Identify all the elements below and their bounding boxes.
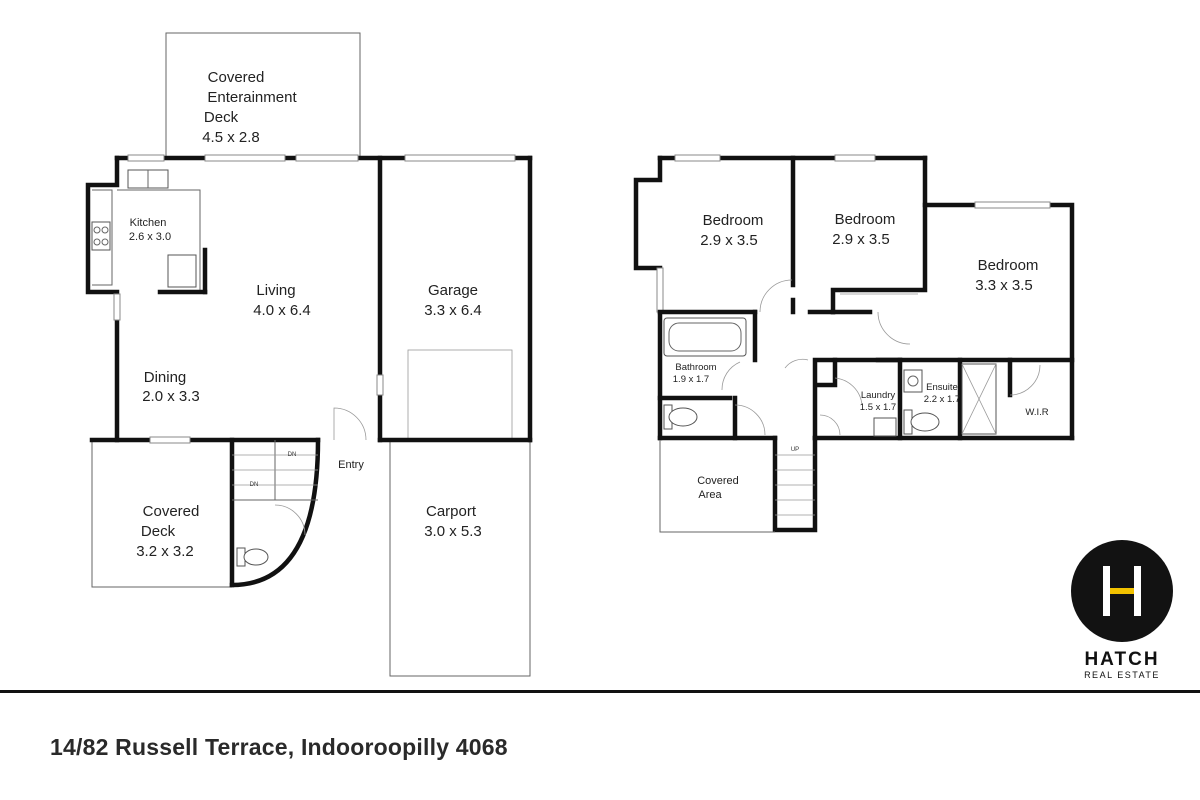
covered-deck-label: Covered — [143, 503, 200, 520]
kitchen-exterior-wall — [85, 155, 120, 295]
property-address: 14/82 Russell Terrace, Indooroopilly 406… — [50, 734, 508, 760]
ground-floor-plan: Covered Enterainment Deck 4.5 x 2.8 Kitc… — [85, 32, 533, 677]
window — [376, 374, 384, 396]
bathtub — [663, 317, 747, 357]
window — [113, 293, 121, 321]
cooktop — [91, 221, 111, 251]
svg-text:4.5 x 2.8: 4.5 x 2.8 — [202, 129, 260, 146]
window — [404, 154, 516, 162]
bathroom-door — [721, 361, 741, 391]
upper-floor-plan: Bedroom 2.9 x 3.5 Bedroom 2.9 x 3.5 Bedr… — [633, 154, 1075, 533]
bedroom-3-label: Bedroom — [978, 257, 1039, 274]
laundry-tub — [873, 417, 897, 437]
svg-text:2.9 x 3.5: 2.9 x 3.5 — [832, 231, 890, 248]
wir-door — [1009, 364, 1041, 396]
svg-text:Area: Area — [698, 489, 722, 501]
entry-door — [333, 407, 367, 441]
kitchen-bench — [117, 189, 201, 292]
covered-area-outline — [659, 440, 775, 533]
covered-entertainment-deck-outline — [165, 32, 361, 158]
vanity — [903, 369, 923, 393]
hatch-logo-mark — [1071, 540, 1173, 642]
window — [204, 154, 286, 162]
ensuite-label: Ensuite — [926, 382, 958, 393]
kitchen-bench-west — [92, 189, 113, 286]
window — [149, 436, 191, 444]
living-label: Living — [256, 282, 295, 299]
footer-divider — [0, 690, 1200, 693]
upper-stairwell — [772, 435, 818, 533]
covered-entertainment-deck-label: Covered — [208, 69, 265, 86]
bathroom-label: Bathroom — [675, 362, 716, 373]
kitchen-label: Kitchen — [130, 217, 167, 229]
svg-text:2.6 x 3.0: 2.6 x 3.0 — [129, 231, 171, 243]
svg-text:3.3 x 3.5: 3.3 x 3.5 — [975, 277, 1033, 294]
toilet — [668, 407, 698, 427]
window — [656, 267, 664, 313]
window — [295, 154, 359, 162]
bedroom-door — [877, 311, 911, 345]
hatch-logo: HATCH REAL ESTATE — [1068, 540, 1176, 681]
floor-plan: Covered Enterainment Deck 4.5 x 2.8 Kitc… — [85, 32, 1075, 677]
window — [127, 154, 165, 162]
garage-label: Garage — [428, 282, 478, 299]
toilet — [243, 548, 269, 566]
stair-dn-label: DN — [288, 452, 297, 458]
carport-outline — [389, 440, 531, 677]
svg-text:Deck: Deck — [204, 109, 239, 126]
svg-text:1.9 x 1.7: 1.9 x 1.7 — [673, 374, 709, 385]
svg-text:3.3 x 6.4: 3.3 x 6.4 — [424, 302, 482, 319]
carport-label: Carport — [426, 503, 477, 520]
toilet — [910, 412, 940, 432]
logo-accent-bar — [1110, 588, 1134, 594]
bedroom-1-label: Bedroom — [703, 212, 764, 229]
svg-text:2.9 x 3.5: 2.9 x 3.5 — [700, 232, 758, 249]
svg-text:2.2 x 1.7: 2.2 x 1.7 — [924, 394, 960, 405]
svg-text:4.0 x 6.4: 4.0 x 6.4 — [253, 302, 311, 319]
bedroom-2-label: Bedroom — [835, 211, 896, 228]
window — [674, 154, 721, 162]
stair-dn-label: DN — [250, 482, 259, 488]
covered-deck-outline — [91, 440, 232, 588]
svg-text:2.0 x 3.3: 2.0 x 3.3 — [142, 388, 200, 405]
garage-car-space — [407, 349, 513, 441]
entry-label: Entry — [338, 459, 364, 471]
dining-label: Dining — [144, 369, 187, 386]
svg-text:3.2 x 3.2: 3.2 x 3.2 — [136, 543, 194, 560]
svg-text:Enterainment: Enterainment — [207, 89, 297, 106]
wir-label: W.I.R — [1025, 407, 1048, 418]
laundry-label: Laundry — [861, 390, 896, 401]
svg-text:Deck: Deck — [141, 523, 176, 540]
brand-name: HATCH — [1084, 649, 1160, 670]
svg-text:1.5 x 1.7: 1.5 x 1.7 — [860, 402, 896, 413]
window — [834, 154, 876, 162]
bedroom-bay-wall — [633, 155, 663, 271]
brand-tagline: REAL ESTATE — [1084, 670, 1160, 680]
bedroom-door — [759, 279, 793, 313]
covered-area-label: Covered — [697, 475, 739, 487]
stair-up-label: UP — [791, 447, 799, 453]
window — [974, 201, 1051, 209]
fridge — [167, 254, 197, 288]
curved-stair-wall — [229, 437, 321, 588]
svg-text:3.0 x 5.3: 3.0 x 5.3 — [424, 523, 482, 540]
